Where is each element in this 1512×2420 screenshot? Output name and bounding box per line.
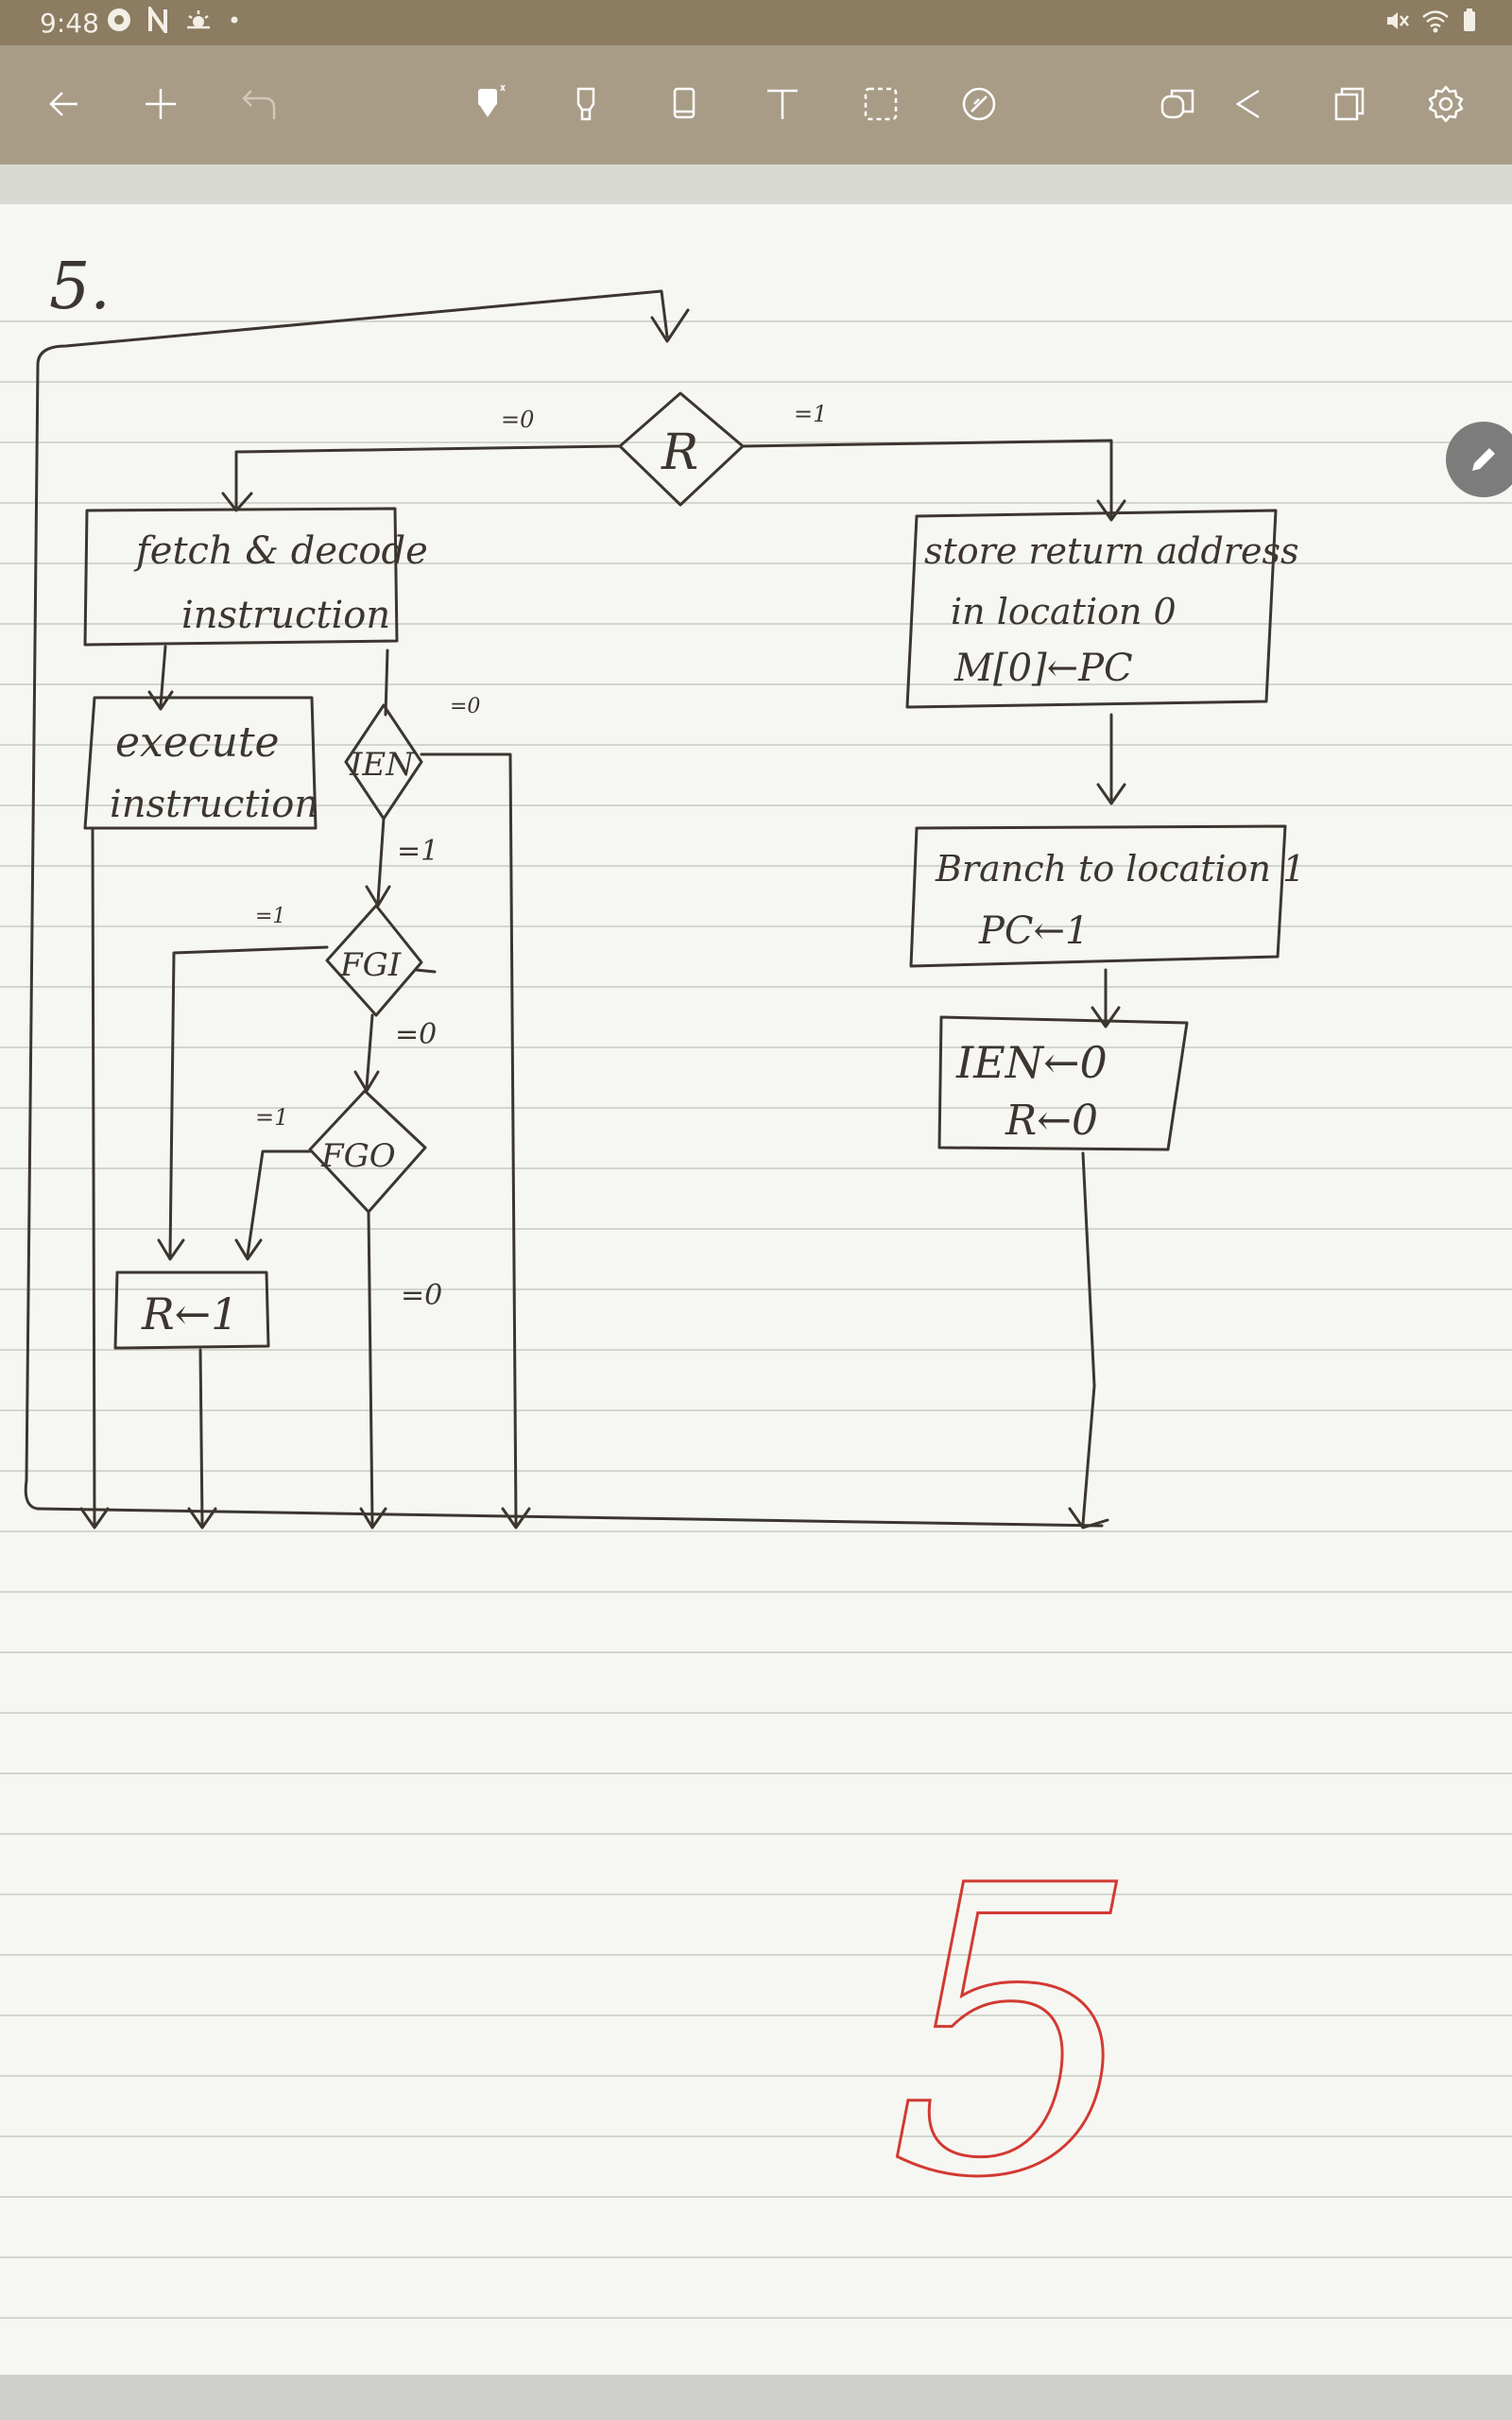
n-app-icon [147,3,168,39]
dot-icon [229,7,240,39]
store-box-line1: store return address [924,530,1298,572]
text-icon [767,89,798,119]
clear-box-line2: R←0 [1005,1097,1098,1145]
ien-one-label: =1 [397,835,438,868]
clear-box-line1: IEN←0 [955,1037,1108,1088]
toolbar [0,45,1512,164]
pen-tool-button[interactable] [457,74,518,134]
note-canvas[interactable]: 5. R =0 =1 fetch & decode instruction ex… [0,204,1512,2375]
status-time: 9:48 [40,8,99,39]
store-box-line3: M[0]←PC [954,647,1133,690]
ruled-lines [0,320,1512,2319]
back-button[interactable] [34,74,94,134]
pen-icon [478,84,506,117]
fgo-one-label: =1 [255,1104,288,1131]
eraser-tool-button[interactable] [654,74,714,134]
lasso-icon [864,87,898,121]
fetch-box-line1: fetch & decode [133,529,428,573]
undo-icon [242,90,276,119]
pencil-icon [1472,448,1495,471]
lasso-tool-button[interactable] [850,74,911,134]
status-icons-right [1383,6,1478,40]
fetch-box-line2: instruction [181,594,390,637]
execute-box-line1: execute [115,718,280,767]
r-one-label: =1 [794,401,827,427]
r-zero-label: =0 [501,406,534,433]
text-tool-button[interactable] [752,74,813,134]
layers-button[interactable] [1147,74,1208,134]
media-icon [106,7,132,39]
share-icon [1235,89,1260,119]
ien-zero-label: =0 [450,695,480,718]
status-icons-left [106,3,240,40]
weather-icon [183,7,214,39]
layers-icon [1160,89,1194,119]
settings-button[interactable] [1416,74,1476,134]
pages-button[interactable] [1319,74,1380,134]
pages-icon [1334,87,1365,121]
toolbar-divider-strip [0,164,1512,204]
fgi-zero-label: =0 [395,1018,437,1051]
fgo-decision-label: FGO [320,1137,396,1175]
fgo-zero-label: =0 [401,1279,442,1312]
status-bar: 9:48 [0,0,1512,45]
highlighter-icon [576,87,595,121]
branch-box-line1: Branch to location 1 [935,848,1305,890]
shape-icon [962,87,996,121]
store-box-line2: in location 0 [951,591,1177,632]
branch-box-line2: PC←1 [978,909,1089,953]
share-button[interactable] [1219,74,1280,134]
wifi-icon [1421,8,1450,38]
eraser-icon [673,87,696,119]
fgi-one-label: =1 [255,905,285,928]
fgi-decision-label: FGI [339,946,402,984]
edit-fab-button[interactable] [1446,422,1512,497]
handwritten-flowchart: 5. R =0 =1 fetch & decode instruction ex… [24,250,1305,2267]
add-button[interactable] [130,74,191,134]
add-icon [146,89,176,119]
red-annotation: 5 [888,1803,1141,2265]
undo-button[interactable] [229,74,289,134]
r-set-box-label: R←1 [141,1288,238,1340]
back-icon [49,92,77,116]
battery-icon [1461,8,1478,38]
execute-box-line2: instruction [110,783,318,826]
highlighter-tool-button[interactable] [556,74,616,134]
mute-icon [1383,8,1410,38]
settings-icon [1428,85,1464,123]
shape-tool-button[interactable] [949,74,1009,134]
bottom-strip [0,2375,1512,2420]
ien-decision-label: IEN [349,746,415,784]
note-heading: 5. [49,250,111,324]
decision-r-label: R [661,424,698,481]
